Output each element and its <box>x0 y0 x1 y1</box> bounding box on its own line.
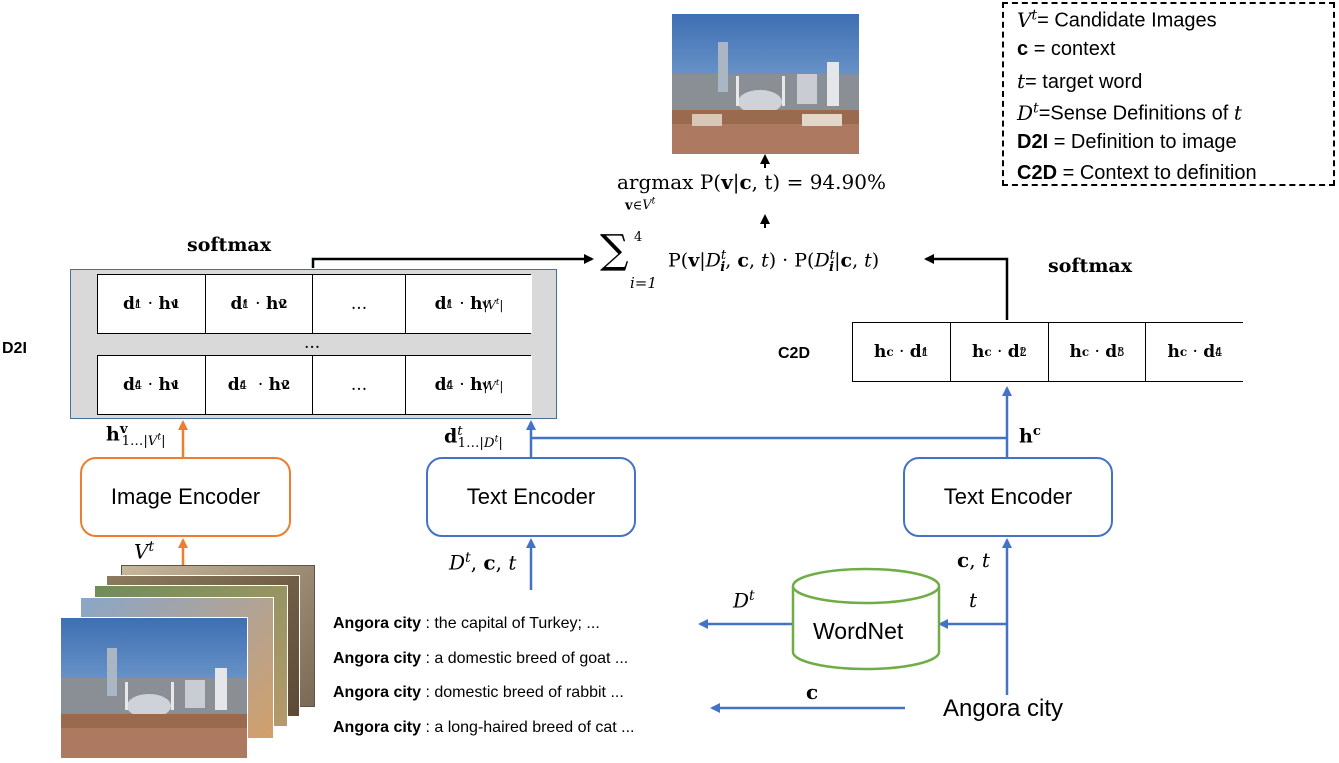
d2i-middle-dots: ... <box>304 333 321 353</box>
text-encoder-left-label: Text Encoder <box>466 484 596 509</box>
hv-label: hv1…|Vt| <box>106 422 166 450</box>
definition-2: Angora city : a domestic breed of goat .… <box>333 650 629 667</box>
c2d-side-label: C2D <box>778 345 811 362</box>
definition-4: Angora city : a long-haired breed of cat… <box>333 719 635 736</box>
wordnet-cylinder <box>791 567 941 671</box>
sum-lower-limit: i=1 <box>630 274 657 292</box>
definition-3: Angora city : domestic breed of rabbit .… <box>333 684 624 701</box>
definition-1: Angora city : the capital of Turkey; ... <box>333 615 600 632</box>
text-encoder-left-box: Text Encoder <box>426 457 636 537</box>
dt-label: dt1…|Dt| <box>444 424 503 452</box>
legend-candidate-images: Vt= Candidate Images <box>1017 7 1217 32</box>
arrow-softmax-left-to-sum <box>311 254 594 268</box>
d2i-side-label: D2I <box>2 340 27 357</box>
output-city-image <box>672 14 859 154</box>
defs-input-label: Dt, c, t <box>449 550 517 575</box>
candidate-image-stack <box>58 565 318 763</box>
argmax-subscript: v∈Vt <box>625 197 656 214</box>
sum-expression: P(v|Dti, c, t) · P(Dti|c, t) <box>668 248 880 276</box>
ct-input-label: c, t <box>957 548 990 572</box>
image-encoder-box: Image Encoder <box>80 457 291 537</box>
t-arrow-label: t <box>969 588 978 612</box>
wordnet-label: WordNet <box>813 618 904 644</box>
sum-upper-limit: 4 <box>634 230 643 245</box>
legend-box: Vt= Candidate Images c = context t= targ… <box>1002 2 1335 186</box>
legend-d2i: D2I = Definition to image <box>1017 131 1237 153</box>
text-encoder-right-label: Text Encoder <box>943 484 1073 509</box>
image-encoder-label: Image Encoder <box>110 484 261 509</box>
legend-sense-definitions: Dt=Sense Definitions of t <box>1017 100 1242 125</box>
argmax-expression: argmax P(v|c, t) = 94.90% <box>617 170 886 194</box>
candidate-image-1 <box>60 617 248 759</box>
dt-arrow-label: Dt <box>733 588 755 613</box>
d2i-cell-4-dots: ... <box>312 356 405 414</box>
legend-context: c = context <box>1017 38 1116 60</box>
softmax-right-label: softmax <box>1048 255 1133 277</box>
arrow-softmax-right-to-sum <box>924 254 1009 320</box>
hc-label: hc <box>1019 424 1041 448</box>
city-photo-icon <box>61 618 247 758</box>
text-encoder-right-box: Text Encoder <box>903 457 1113 537</box>
d2i-cell-1-dots: ... <box>312 275 405 333</box>
city-photo-icon <box>672 14 859 154</box>
c-arrow-label: c <box>806 680 819 704</box>
legend-c2d: C2D = Context to definition <box>1017 162 1257 184</box>
softmax-left-label: softmax <box>187 234 272 256</box>
query-text: Angora city <box>943 695 1064 722</box>
sum-symbol: ∑ <box>600 227 629 273</box>
vt-input-label: Vt <box>134 539 155 564</box>
legend-target-word: t= target word <box>1017 69 1143 93</box>
